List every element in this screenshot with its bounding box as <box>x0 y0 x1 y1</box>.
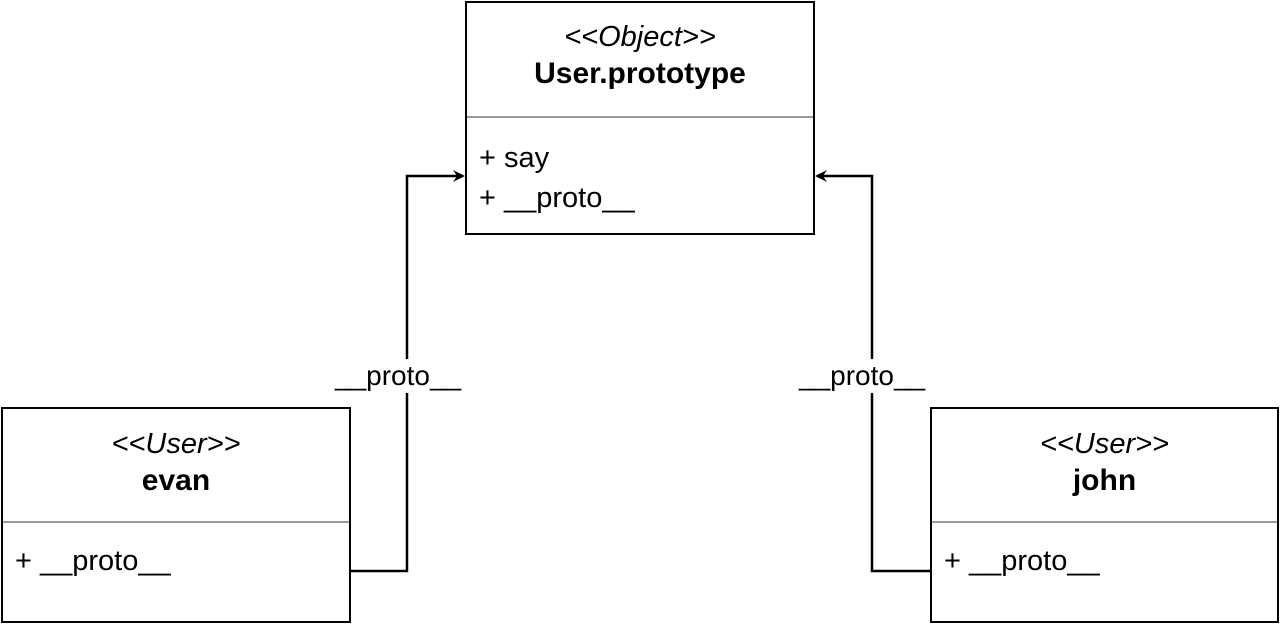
john-class-box[interactable]: <<User>> john + __proto__ <box>930 407 1279 623</box>
attribute-proto: + __proto__ <box>15 545 171 577</box>
class-header: <<Object>> User.prototype <box>467 3 813 118</box>
class-name: john <box>1072 464 1137 497</box>
edge-label-evan: __proto__ <box>333 359 464 393</box>
attribute-say: + say <box>479 142 550 174</box>
stereotype-label: <<User>> <box>1040 428 1169 460</box>
class-name: evan <box>141 464 211 497</box>
class-name: User.prototype <box>534 57 746 90</box>
class-header: <<User>> evan <box>3 409 349 523</box>
class-attributes: + __proto__ <box>3 523 349 581</box>
attribute-proto: + __proto__ <box>944 545 1100 577</box>
class-header: <<User>> john <box>932 409 1277 523</box>
stereotype-label: <<User>> <box>111 428 241 460</box>
attribute-proto: + __proto__ <box>479 182 635 214</box>
stereotype-label: <<Object>> <box>564 21 716 53</box>
class-attributes: + say + __proto__ <box>467 118 813 218</box>
class-attributes: + __proto__ <box>932 523 1277 581</box>
evan-class-box[interactable]: <<User>> evan + __proto__ <box>1 407 351 623</box>
edge-label-john: __proto__ <box>797 359 928 393</box>
user-prototype-class-box[interactable]: <<Object>> User.prototype + say + __prot… <box>465 1 815 235</box>
